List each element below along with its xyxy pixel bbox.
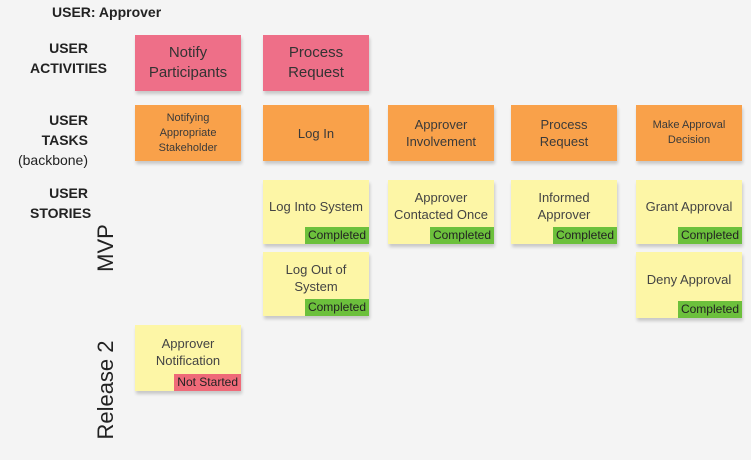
board-title: USER: Approver <box>52 4 162 20</box>
story-label: Deny Approval <box>646 271 732 287</box>
row-label-tasks: USER TASKS (backbone) <box>0 110 88 170</box>
row-label-activities-line1: USER <box>49 40 88 56</box>
row-label-stories: USER STORIES <box>30 183 92 223</box>
row-label-tasks-line2: (backbone) <box>17 152 88 168</box>
status-badge: Completed <box>677 227 742 244</box>
status-badge: Completed <box>552 227 617 244</box>
task-label: Process Request <box>539 117 589 149</box>
story-label: Approver Contacted Once <box>394 190 488 222</box>
row-label-activities-line2: ACTIVITIES <box>30 60 108 76</box>
story-label: Informed Approver <box>537 190 591 222</box>
story-label: Approver Notification <box>155 336 221 368</box>
status-badge: Completed <box>304 299 369 316</box>
task-note[interactable]: Approver Involvement <box>388 105 494 161</box>
task-note[interactable]: Notifying Appropriate Stakeholder <box>135 105 241 161</box>
story-note[interactable]: Log Out of System Completed <box>263 252 369 316</box>
story-note[interactable]: Approver Contacted Once Completed <box>388 180 494 244</box>
status-badge: Not Started <box>174 374 241 391</box>
story-label: Log Into System <box>269 198 363 214</box>
task-note[interactable]: Log In <box>263 105 369 161</box>
story-label: Log Out of System <box>285 262 347 294</box>
release-label-release-2: Release 2 <box>93 340 118 440</box>
story-note[interactable]: Log Into System Completed <box>263 180 369 244</box>
status-badge: Completed <box>304 227 369 244</box>
row-label-stories-line1: USER <box>49 185 88 201</box>
row-label-stories-line2: STORIES <box>30 205 92 221</box>
task-label: Approver Involvement <box>405 117 477 149</box>
task-label: Log In <box>297 125 335 141</box>
story-label: Grant Approval <box>645 198 733 214</box>
story-note[interactable]: Deny Approval Completed <box>636 252 742 318</box>
status-badge: Completed <box>677 301 742 318</box>
task-label: Make Approval Decision <box>652 119 726 146</box>
story-note[interactable]: Approver Notification Not Started <box>135 325 241 391</box>
row-label-tasks-line1: USER TASKS <box>41 112 88 148</box>
story-note[interactable]: Informed Approver Completed <box>511 180 617 244</box>
task-note[interactable]: Make Approval Decision <box>636 105 742 161</box>
activity-note[interactable]: Notify Participants <box>135 35 241 91</box>
activity-note[interactable]: Process Request <box>263 35 369 91</box>
activity-label: Notify Participants <box>148 44 228 81</box>
status-badge: Completed <box>429 227 494 244</box>
activity-label: Process Request <box>288 44 344 81</box>
task-label: Notifying Appropriate Stakeholder <box>158 111 218 154</box>
task-note[interactable]: Process Request <box>511 105 617 161</box>
story-note[interactable]: Grant Approval Completed <box>636 180 742 244</box>
release-label-mvp: MVP <box>93 224 118 272</box>
row-label-activities: USER ACTIVITIES <box>30 38 108 78</box>
